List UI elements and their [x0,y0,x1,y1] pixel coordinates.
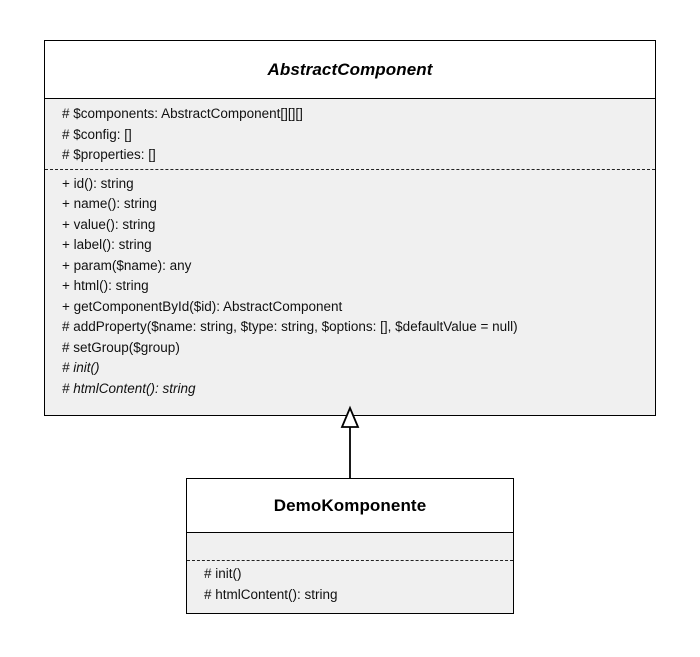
operation-row: + name(): string [62,196,157,211]
uml-class-demo-komponente[interactable]: DemoKomponente # init() # htmlContent():… [186,478,514,614]
generalization-arrow [340,405,360,485]
operation-row: + id(): string [62,175,134,191]
operation-row: # setGroup($group) [62,339,180,355]
operations-compartment-demo-komponente: # init() # htmlContent(): string [187,561,513,609]
operation-row-abstract: # init() [62,360,100,375]
attribute-row: # $properties: [] [62,147,156,162]
compartment-separator-demo-komponente [187,560,513,561]
operations-compartment-abstract-component: + id(): string + name(): string + value(… [45,169,655,403]
operation-row: + value(): string [62,216,156,232]
operation-row: + label(): string [62,237,152,252]
class-title-compartment-abstract-component: AbstractComponent [45,41,655,99]
attributes-compartment-demo-komponente [187,533,513,559]
attribute-row: # $components: AbstractComponent[][][] [62,106,303,121]
hollow-triangle-arrowhead [340,405,360,428]
compartment-separator-abstract-component [45,168,655,170]
operation-row: + html(): string [62,278,149,293]
operation-row-abstract: # htmlContent(): string [62,380,196,396]
class-name-abstract-component: AbstractComponent [267,59,433,79]
operation-row: + getComponentById($id): AbstractCompone… [62,298,343,314]
operation-row: # init() [204,566,242,581]
operation-row: # htmlContent(): string [204,586,338,602]
attributes-compartment-abstract-component: # $components: AbstractComponent[][][] #… [45,99,655,168]
operation-row: + param($name): any [62,257,192,273]
class-title-compartment-demo-komponente: DemoKomponente [187,479,513,533]
operation-row: # addProperty($name: string, $type: stri… [62,319,518,334]
attribute-row: # $config: [] [62,126,132,142]
class-name-demo-komponente: DemoKomponente [273,495,427,515]
uml-class-abstract-component[interactable]: AbstractComponent # $components: Abstrac… [44,40,656,416]
